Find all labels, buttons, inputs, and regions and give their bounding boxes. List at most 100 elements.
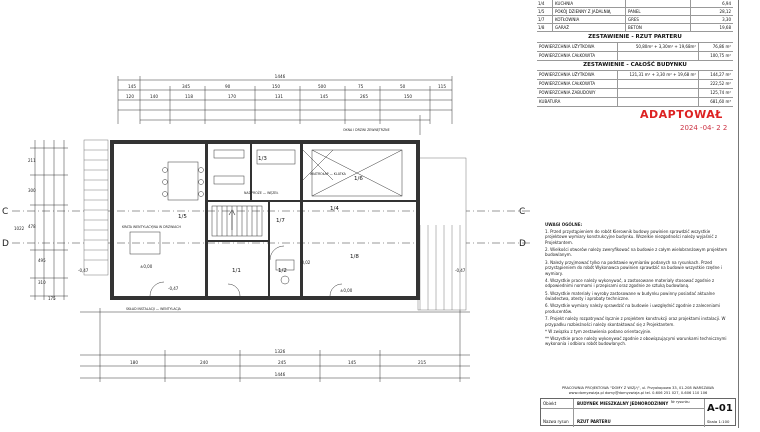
title-block-divider [704,399,705,427]
summary-formula: 50,80m² + 3,30m² + 19,68m² [618,43,699,51]
table-row: 1/8 GARAŻ BETON 19,68 [537,24,733,32]
dim-top-total: 1446 [275,74,286,79]
table-row: POWIERZCHNIA UŻYTKOWA 50,80m² + 3,30m² +… [537,43,733,52]
note-item: 3. Należy przyjmować tylko na podstawie … [545,259,722,276]
room-nr: 1/8 [537,24,553,31]
dim-left-4: 495 [38,258,46,263]
title-block: Obiekt BUDYNEK MIESZKALNY JEDNORODZINNY … [540,398,736,427]
summary-label: POWIERZCHNIA UŻYTKOWA [537,43,618,51]
room-tag-4: 1/8 [350,254,359,260]
drawing-scale: Skala 1:100 [707,419,729,424]
firm-address: PRACOWNIA PROJEKTOWA "DOMY Z WIZJĄ", ul.… [562,386,714,390]
summary-formula [618,52,699,60]
floor-plan: C C D D 1446 145 345 90 150 500 75 50 11… [2,74,530,382]
dim-left-2: 300 [28,188,36,193]
room-name: KOTŁOWNIA [553,16,626,23]
table-row: POWIERZCHNIA ZABUDOWY 125,74 m² [537,89,733,98]
summary-formula [618,89,699,97]
room-tag-3: 1/7 [276,218,285,224]
summary-label: POWIERZCHNIA CAŁKOWITA [537,52,618,60]
dim-top2-6: 145 [320,94,328,99]
room-area: 3,30 [722,17,731,22]
annotation-4: NADPROŻE — WĘZEŁ [244,190,278,195]
dim-left-3: 478 [28,224,36,229]
table-row: 1/4 KUCHNIA 6,94 [537,0,733,8]
annotation-1: OKNA I DRZWI ZEWNĘTRZNE [343,128,390,132]
room-finish [626,0,691,7]
drawing-name-value: RZUT PARTERU [577,419,611,424]
room-area: 19,68 [719,25,731,30]
dim-top2-7: 265 [360,94,368,99]
elevation-6: -0,47 [168,286,179,291]
section-mark-d-right: D [519,239,526,249]
dim-bottom2-4: 145 [348,360,356,365]
firm-contact: www.domyzwizja.pl domy@domyzwizja.pl tel… [568,390,708,395]
table-row: 1/7 KOTŁOWNIA GRES 3,30 [537,16,733,24]
stamp-date: 2024 -04- 2 2 [680,124,728,132]
annotation-2: KRATA WENTYLACYJNA W DRZWIACH [122,225,182,229]
dim-top-5: 500 [318,84,326,89]
notes-title: UWAGI OGÓLNE: [545,222,583,227]
elevation-1: ±0,00 [140,264,153,269]
design-office-info: PRACOWNIA PROJEKTOWA "DOMY Z WIZJĄ", ul.… [540,386,736,396]
summary-value: 681,60 m³ [710,99,731,104]
dim-top2-5: 131 [275,94,283,99]
summary-title: ZESTAWIENIE - RZUT PARTERU [537,32,733,43]
table-row: POWIERZCHNIA CAŁKOWITA 100,75 m² [537,52,733,61]
dim-top2-3: 118 [185,94,193,99]
note-item: 1. Przed przystąpieniem do robót Kierown… [545,228,717,245]
section-mark-c-left: C [2,207,8,217]
dim-top-1: 145 [128,84,136,89]
room-nr: 1/4 [537,0,553,7]
dim-top-7: 50 [400,84,406,89]
general-notes: UWAGI OGÓLNE: 1. Przed przystąpieniem do… [545,222,733,348]
dim-top-4: 150 [272,84,280,89]
dim-bottom2-2: 240 [200,360,208,365]
room-name: KUCHNIA [553,0,626,7]
summary-whole-building: ZESTAWIENIE - CAŁOŚĆ BUDYNKU POWIERZCHNI… [537,60,733,107]
dim-left-5: 310 [38,280,46,285]
dim-top-6: 75 [358,84,364,89]
room-name: GARAŻ [553,24,626,31]
scale-value: 1:100 [718,419,730,424]
note-item: ** Wszystkie prace należy wykonywać zgod… [545,335,727,347]
summary-label: POWIERZCHNIA CAŁKOWITA [537,80,618,88]
drawing-code: A-01 [707,403,733,414]
room-tag-6: 1/1 [232,268,241,274]
note-item: 2. Wielkości otworów należy zweryfikować… [545,246,728,258]
elevation-3: ±0,00 [340,288,353,293]
title-block-row-drawing: Nazwa rysunku RZUT PARTERU [541,417,705,426]
dim-bottom2-5: 215 [418,360,426,365]
note-item: 5. Wszystkie materiały i wyroby zastosow… [545,290,715,302]
dim-bottom2-3: 245 [278,360,286,365]
room-nr: 1/7 [537,16,553,23]
object-label: Obiekt [543,401,557,406]
annotation-5: SKŁAD INSTALACJI — WENTYLACJA [126,307,182,311]
dim-top-8: 115 [438,84,446,89]
room-name: POKÓJ DZIENNY Z JADALNIĄ [553,8,626,15]
title-block-row-object: Obiekt BUDYNEK MIESZKALNY JEDNORODZINNY [541,399,705,409]
room-finish: GRES [626,16,691,23]
table-row: POWIERZCHNIA UŻYTKOWA 121,31 m² + 3,30 m… [537,71,733,80]
drawing-name-label: Nazwa rysunku [543,419,569,424]
summary-value: 76,86 m² [712,44,731,49]
room-finish: PANEL [626,8,691,15]
dim-bottom-1: 1326 [275,349,286,354]
room-tag-1: 1/5 [178,214,187,220]
dim-left-7: 1022 [14,226,25,231]
table-row: POWIERZCHNIA CAŁKOWITA 222,52 m² [537,80,733,89]
room-tag-5: 1/3 [258,156,267,162]
sheet-frame-line [738,0,739,428]
floor-plan-svg: C C D D 1446 145 345 90 150 500 75 50 11… [2,74,530,382]
room-area: 6,94 [722,1,731,6]
scale-label: Skala [707,419,718,424]
dim-top2-1: 120 [126,94,134,99]
summary-value: 100,75 m² [710,53,731,58]
summary-formula: 121,31 m² + 3,30 m² + 19,68 m² [618,71,699,79]
room-tag-7: 1/2 [278,268,287,274]
dim-left-1: 211 [28,158,36,163]
room-finish: BETON [626,24,691,31]
summary-title: ZESTAWIENIE - CAŁOŚĆ BUDYNKU [537,60,733,71]
elevation-5: -0,47 [455,268,466,273]
dim-top-3: 90 [225,84,231,89]
